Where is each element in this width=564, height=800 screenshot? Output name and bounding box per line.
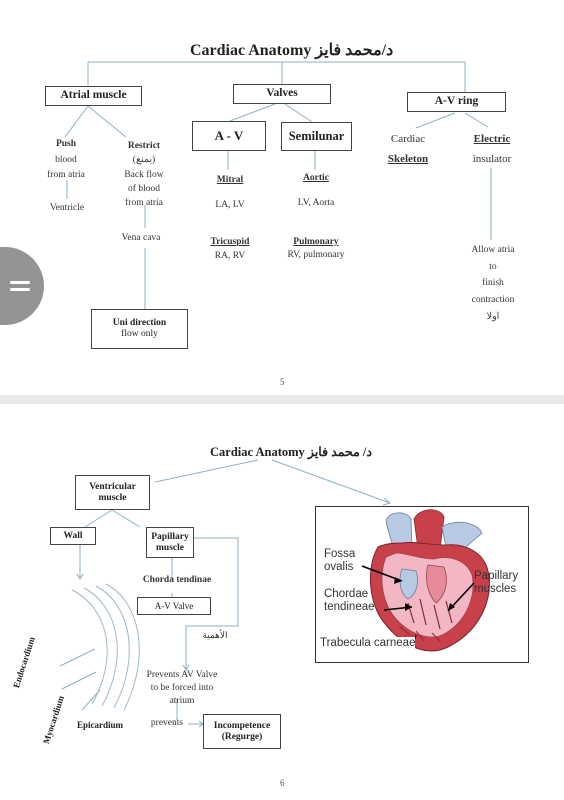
prevents-av-line-3: atrium [169, 695, 195, 706]
fossa-ovalis-label: Fossa ovalis [324, 548, 355, 574]
restrict-line-3: from atria [125, 198, 163, 208]
ventricular-line-2: muscle [98, 492, 127, 503]
uni-direction-line-1: Uni direction [112, 318, 167, 329]
mitral-heading: Mitral [216, 175, 244, 185]
chordae-line-1: Chordae [324, 588, 369, 600]
page-5: Cardiac Anatomy د/محمد فايز Atrial muscl… [0, 0, 564, 395]
heart-figure: Fossa ovalis Chordae tendineae Papillary… [315, 506, 529, 663]
pulmonary-detail: RV, pulmonary [287, 250, 345, 260]
allow-line-3: finish [482, 278, 504, 289]
aortic-heading: Aortic [303, 173, 329, 183]
page-6: Cardiac Anatomy د/ محمد فايز Ventricular… [0, 404, 564, 800]
mitral-detail: LA, LV [215, 200, 245, 210]
wall-box: Wall [50, 527, 96, 545]
push-line-1: blood [55, 154, 77, 165]
papillary-muscle-box: Papillary muscle [146, 527, 194, 558]
handle-grip-line-bottom [10, 288, 30, 291]
prevents-av-line-2: to be forced into [150, 682, 214, 693]
papillary-muscles-label: Papillary muscles [474, 570, 518, 596]
allow-line-1: Allow atria [471, 245, 515, 255]
fossa-line-1: Fossa [324, 548, 356, 560]
page-5-connectors [64, 61, 492, 309]
papillary-fig-line-2: muscles [474, 583, 517, 596]
tricuspid-heading: Tricuspid [210, 237, 250, 247]
semilunar-box: Semilunar [281, 122, 352, 151]
fossa-line-2: ovalis [324, 561, 354, 574]
incompetence-line-1: Incompetence [213, 720, 271, 731]
prevents-av-line-1: Prevents AV Valve [146, 670, 218, 680]
insulator-text: insulator [472, 153, 512, 165]
page-6-connectors [59, 459, 392, 728]
av-ring-box: A-V ring [407, 92, 506, 112]
page-number-6: 6 [280, 778, 285, 788]
page-number: 5 [280, 377, 285, 387]
ventricular-line-1: Ventricular [89, 481, 136, 492]
chordae-tendineae-label: Chordae tendineae [324, 588, 375, 614]
restrict-arabic: (يمنع) [132, 155, 156, 166]
av-valve-box-6: A-V Valve [137, 597, 211, 615]
page-title-6: Cardiac Anatomy د/ محمد فايز [210, 445, 372, 459]
epicardium-label: Epicardium [77, 720, 124, 730]
ventricular-muscle-box: Ventricular muscle [75, 475, 150, 510]
cardiac-text: Cardiac [390, 133, 426, 145]
allow-line-2: to [489, 261, 497, 272]
trabecula-carneae-label: Trabecula carneae [320, 637, 416, 651]
ventricle-text: Ventricle [49, 203, 85, 213]
pulmonary-heading: Pulmonary [293, 237, 339, 247]
restrict-line-2: of blood [128, 183, 160, 194]
incompetence-box: Incompetence (Regurge) [203, 714, 281, 749]
valves-box: Valves [233, 84, 331, 104]
chorda-tendinae-text: Chorda tendinae [142, 575, 212, 585]
papillary-box-line-2: muscle [156, 542, 184, 553]
restrict-block: Restrict (يمنع) Back flow of blood from … [113, 139, 175, 210]
tricuspid-detail: RA, RV [214, 251, 246, 261]
chordae-line-2: tendineae [324, 601, 375, 614]
papillary-box-line-1: Papillary [151, 531, 189, 542]
incompetence-line-2: (Regurge) [221, 731, 263, 742]
push-block: Push blood from atria [40, 137, 92, 184]
electric-text: Electric [473, 133, 511, 145]
push-line-2: from atria [47, 170, 85, 181]
papillary-fig-line-1: Papillary [474, 570, 519, 582]
restrict-line-1: Back flow [124, 169, 164, 180]
uni-direction-box: Uni direction flow only [91, 309, 188, 349]
atrial-muscle-box: Atrial muscle [45, 86, 142, 106]
allow-line-4: contraction [471, 294, 515, 305]
skeleton-text: Skeleton [387, 153, 429, 165]
av-valve-box: A - V [192, 121, 266, 151]
vena-cava-text: Vena cava [121, 233, 161, 243]
importance-arabic: الأهمية [202, 630, 228, 640]
push-heading: Push [55, 139, 77, 149]
prevents-text: prevents [150, 718, 184, 728]
wall-layers-figure [71, 583, 140, 711]
handle-grip-line-top [10, 281, 30, 284]
allow-line-5: اولا [486, 311, 500, 322]
aortic-detail: LV, Aorta [297, 198, 335, 208]
heart-illustration [361, 509, 490, 652]
prevents-av-block: Prevents AV Valve to be forced into atri… [136, 669, 228, 707]
allow-atria-block: Allow atria to finish contraction اولا [460, 242, 526, 325]
page-title: Cardiac Anatomy د/محمد فايز [190, 42, 394, 59]
restrict-heading: Restrict [127, 141, 161, 151]
uni-direction-line-2: flow only [121, 329, 158, 339]
